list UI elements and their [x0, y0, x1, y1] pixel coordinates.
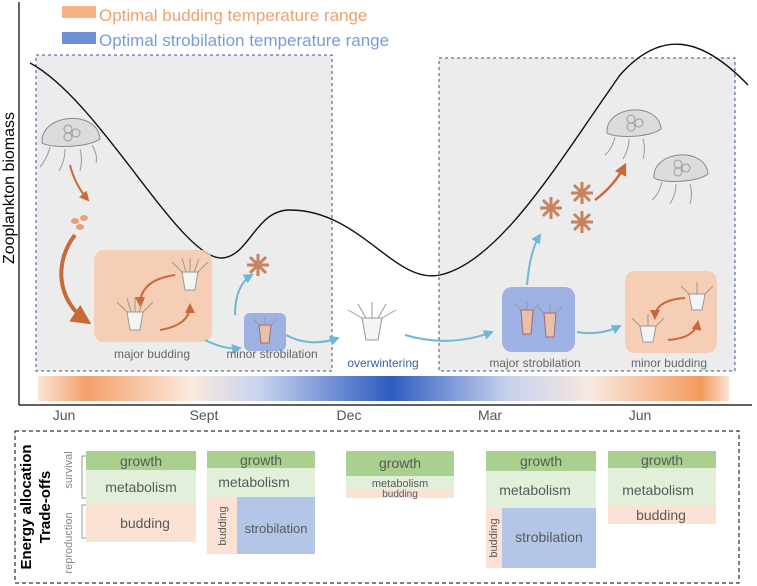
strobila-icon	[252, 317, 278, 344]
growth-label: growth	[120, 453, 162, 469]
strobila-icon	[537, 305, 563, 338]
medusa-icon	[651, 154, 709, 205]
legend: Optimal budding temperature range Optima…	[62, 6, 389, 50]
ephyra-icon	[571, 182, 593, 204]
strobila-icon	[514, 302, 540, 335]
medusa-icon	[39, 117, 101, 172]
major-budding-box	[94, 250, 212, 342]
allocation-bar-sept: growth metabolism budding strobilation	[207, 451, 315, 554]
energy-title-line2: Trade-offs	[37, 471, 54, 544]
growth-label: growth	[240, 452, 282, 468]
reproduction-label: reproduction	[63, 512, 75, 573]
legend-strobilation-swatch	[62, 32, 96, 44]
budding-label: budding	[636, 507, 686, 523]
metabolism-label: metabolism	[218, 474, 290, 490]
arrow-to-ephyra	[234, 273, 254, 316]
stage-label-major-strobilation: major strobilation	[489, 356, 580, 370]
legend-budding-label: Optimal budding temperature range	[99, 6, 367, 25]
survival-label: survival	[63, 451, 75, 488]
metabolism-label: metabolism	[105, 479, 177, 495]
overwintering-polyp-icon	[347, 302, 397, 341]
budding-label: budding	[120, 515, 170, 531]
ephyra-icon	[571, 211, 593, 233]
arrow-to-major-strobilation	[404, 330, 494, 342]
arrow-to-overwintering	[285, 334, 340, 346]
arrow-budding-cycle	[135, 274, 176, 307]
strobilation-label: strobilation	[515, 529, 583, 545]
arrow-to-minor-strobilation	[204, 339, 242, 355]
polyp-icon	[680, 282, 714, 311]
budding-label: budding	[488, 518, 500, 557]
allocation-bar-mar: growth metabolism budding strobilation	[486, 451, 596, 568]
arrow-budding-cycle	[159, 303, 195, 331]
planula-eggs-icon	[71, 215, 88, 230]
legend-strobilation-label: Optimal strobilation temperature range	[99, 31, 389, 50]
allocation-bar-jun: growth metabolism budding	[86, 451, 196, 542]
stage-label-minor-strobilation: minor strobilation	[226, 347, 317, 361]
month-label: Jun	[53, 407, 76, 423]
medusa-icon	[604, 109, 662, 160]
month-label: Jun	[629, 407, 652, 423]
survival-bracket	[81, 455, 86, 499]
month-label: Mar	[478, 407, 502, 423]
metabolism-label: metabolism	[499, 482, 571, 498]
budding-label: budding	[382, 489, 418, 500]
metabolism-label: metabolism	[372, 478, 428, 490]
major-strobilation-box	[502, 287, 575, 352]
energy-title-line1: Energy allocation	[18, 444, 35, 569]
ephyra-icon	[540, 197, 562, 219]
budding-label: budding	[217, 506, 229, 545]
polyp-icon	[631, 314, 665, 343]
strobilation-label: strobilation	[245, 521, 308, 536]
arrow-budding-cycle	[667, 320, 702, 341]
allocation-bar-dec: growth metabolism budding	[346, 451, 454, 500]
temperature-gradient-bar	[38, 376, 729, 401]
energy-allocation-panel	[14, 430, 740, 584]
legend-budding-swatch	[62, 6, 96, 18]
arrow-eggs-to-polyp	[59, 233, 92, 325]
stage-label-overwintering: overwintering	[347, 356, 418, 370]
growth-label: growth	[520, 453, 562, 469]
zooplankton-biomass-curve	[29, 43, 749, 277]
growth-label: growth	[641, 452, 683, 468]
month-label: Dec	[337, 407, 362, 423]
arrow-to-minor-budding	[576, 325, 622, 335]
polyp-icon	[116, 297, 154, 331]
month-label: Sept	[190, 407, 219, 423]
arrow-medusa-to-eggs	[69, 164, 90, 202]
reproduction-bracket	[81, 504, 86, 539]
stage-label-major-budding: major budding	[114, 347, 190, 361]
polyp-icon	[171, 257, 209, 291]
arrow-to-adult-medusae	[594, 162, 627, 201]
metabolism-label: metabolism	[622, 482, 694, 498]
arrow-budding-cycle	[650, 297, 686, 320]
ephyra-icon	[247, 254, 269, 276]
growth-label: growth	[379, 455, 421, 471]
allocation-bar-jun-2: growth metabolism budding	[608, 451, 716, 524]
month-labels: Jun Sept Dec Mar Jun	[53, 407, 652, 423]
stage-label-minor-budding: minor budding	[631, 356, 707, 370]
y-axis-label: Zooplankton biomass	[1, 112, 18, 264]
arrow-to-ephyrae	[526, 233, 542, 286]
